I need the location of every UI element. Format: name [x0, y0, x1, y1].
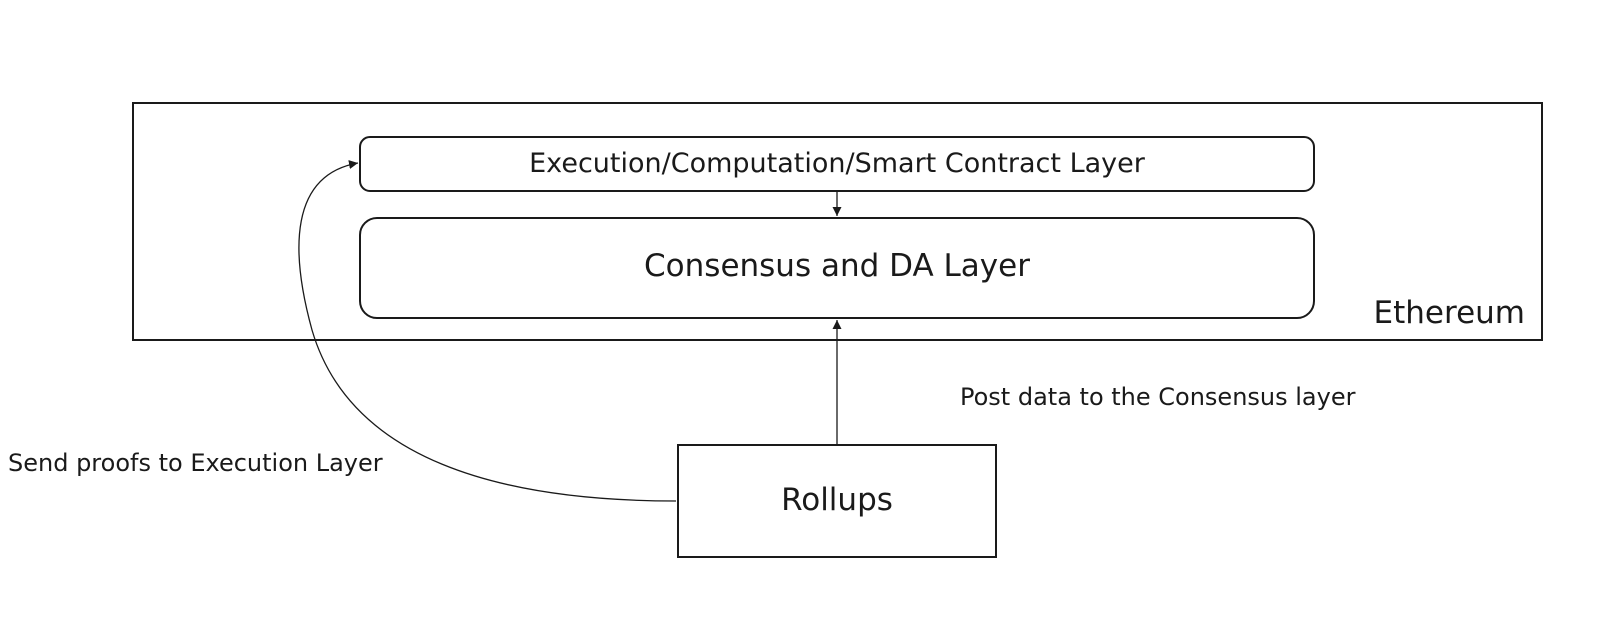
arrow-rollups-to-execution: [298, 160, 677, 502]
post-data-label: Post data to the Consensus layer: [960, 383, 1356, 411]
rollups-box: [677, 444, 997, 558]
send-proofs-label: Send proofs to Execution Layer: [8, 449, 383, 477]
consensus-layer-label: Consensus and DA Layer: [644, 248, 1030, 284]
ethereum-label: Ethereum: [1374, 295, 1525, 331]
consensus-layer-box: [359, 217, 1315, 319]
rollups-label: Rollups: [781, 482, 893, 518]
execution-layer-label: Execution/Computation/Smart Contract Lay…: [529, 148, 1146, 179]
execution-layer-box: [359, 136, 1315, 192]
